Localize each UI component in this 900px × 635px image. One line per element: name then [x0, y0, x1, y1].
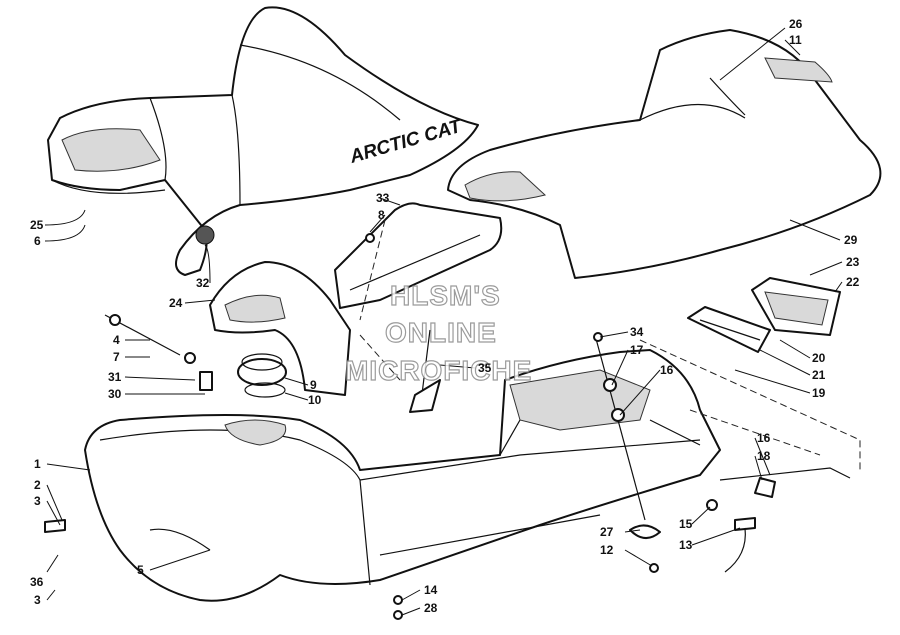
- callout: 16: [757, 431, 771, 445]
- callout: 12: [600, 543, 614, 557]
- hardware: [44, 233, 851, 620]
- callout: 3: [34, 593, 41, 607]
- seat-arctic-cat: ARCTIC CAT: [47, 6, 479, 276]
- callout: 29: [844, 233, 858, 247]
- callout: 6: [34, 234, 41, 248]
- callout: 10: [308, 393, 322, 407]
- watermark-line-2: ONLINE: [385, 317, 497, 348]
- callout: 1: [34, 457, 41, 471]
- callout: 4: [113, 333, 120, 347]
- callout: 18: [757, 449, 771, 463]
- seat-support: [209, 202, 503, 396]
- callout: 30: [108, 387, 122, 401]
- callout: 33: [376, 191, 390, 205]
- callout: 20: [812, 351, 826, 365]
- watermark: HLSM'S ONLINE MICROFICHE: [344, 279, 532, 386]
- callout: 28: [424, 601, 438, 615]
- callout: 31: [108, 370, 122, 384]
- callout: 5: [137, 563, 144, 577]
- callout: 14: [424, 583, 438, 597]
- callout: 7: [113, 350, 120, 364]
- seat-right: [447, 29, 882, 279]
- watermark-line-1: HLSM'S: [390, 280, 501, 311]
- callout: 11: [789, 33, 802, 47]
- callout: 21: [812, 368, 826, 382]
- leader-lines: [44, 27, 843, 616]
- callout: 13: [679, 538, 693, 552]
- callout: 23: [846, 255, 860, 269]
- callout: 8: [378, 208, 385, 222]
- taillight: [687, 277, 841, 353]
- callouts: 1 2 3 36 3 4 7 31 30 5 25 6 32 24 33 8 9…: [30, 17, 860, 615]
- fuel-cap: [237, 353, 287, 398]
- callout: 15: [679, 517, 693, 531]
- callout: 2: [34, 478, 41, 492]
- callout: 9: [310, 378, 317, 392]
- callout: 17: [630, 343, 644, 357]
- callout: 16: [660, 363, 674, 377]
- callout: 27: [600, 525, 614, 539]
- callout: 36: [30, 575, 44, 589]
- callout: 35: [478, 361, 492, 375]
- callout: 22: [846, 275, 860, 289]
- callout: 19: [812, 386, 826, 400]
- assembly-lines: [359, 219, 861, 470]
- callout: 24: [169, 296, 183, 310]
- callout: 25: [30, 218, 44, 232]
- callout: 32: [196, 276, 210, 290]
- callout: 26: [789, 17, 803, 31]
- fuel-tank: [84, 349, 721, 602]
- callout: 3: [34, 494, 41, 508]
- callout: 34: [630, 325, 644, 339]
- watermark-line-3: MICROFICHE: [345, 355, 532, 386]
